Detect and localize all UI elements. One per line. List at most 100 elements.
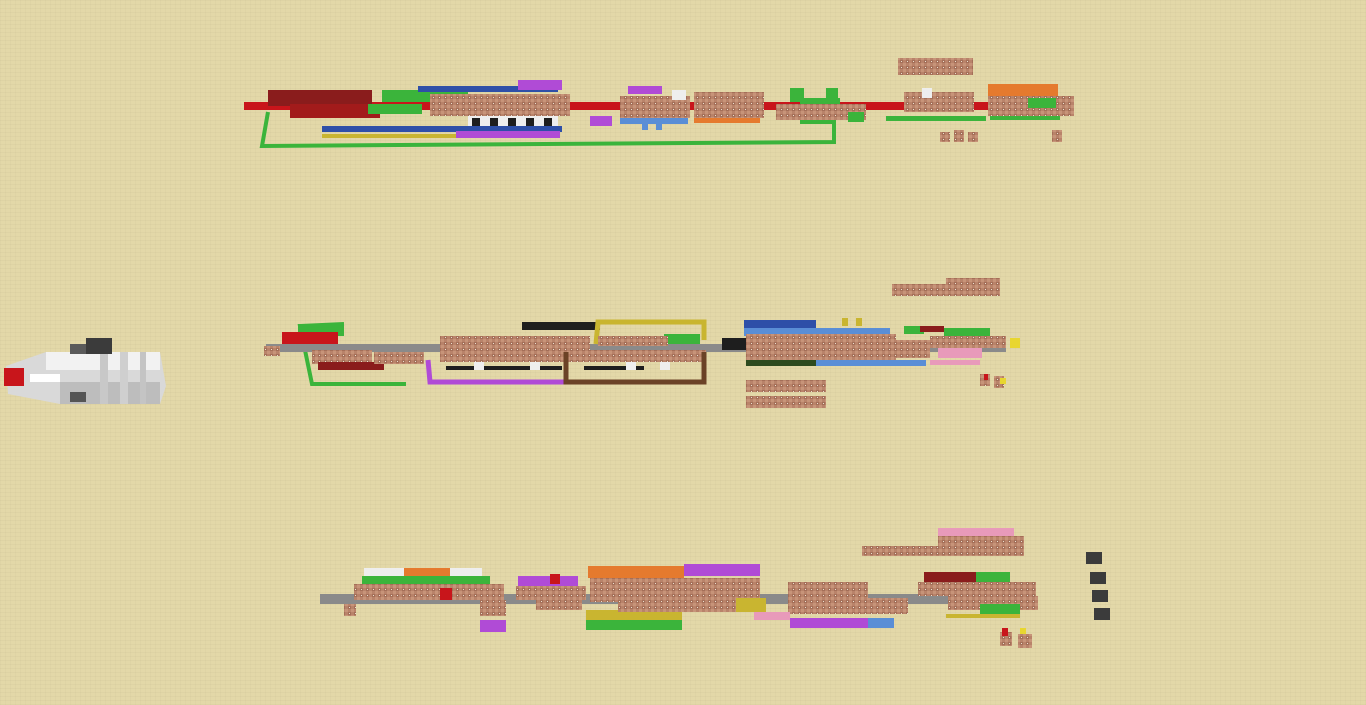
command-block-row bbox=[746, 380, 826, 392]
command-block-row bbox=[788, 582, 868, 598]
command-block-row bbox=[898, 58, 973, 75]
command-block bbox=[968, 132, 978, 142]
white-wool-block bbox=[922, 88, 932, 98]
dark-red-wool-block bbox=[920, 326, 944, 332]
orange-wool-block bbox=[694, 118, 760, 123]
magenta-wool-block bbox=[480, 620, 506, 632]
orange-wool-block bbox=[588, 566, 684, 578]
white-wool-block bbox=[450, 568, 482, 578]
green-wool-block bbox=[980, 604, 1020, 616]
pink-wool-block bbox=[938, 348, 982, 358]
yellow-wool-block bbox=[736, 598, 766, 612]
orange-wool-block bbox=[404, 568, 450, 578]
magenta-wool-block bbox=[684, 564, 760, 576]
command-block bbox=[954, 130, 964, 142]
command-block-row bbox=[788, 598, 908, 614]
green-wool-block bbox=[848, 112, 864, 122]
command-block-row bbox=[892, 284, 1000, 296]
dark-red-block bbox=[268, 90, 372, 106]
command-block-row bbox=[694, 92, 764, 118]
redstone-block bbox=[550, 574, 560, 584]
pink-wool-block bbox=[754, 612, 790, 620]
blue-wool-block bbox=[418, 86, 558, 92]
dispenser-icon bbox=[1094, 608, 1110, 620]
command-block bbox=[1018, 634, 1032, 648]
green-wool-block bbox=[368, 104, 422, 114]
redstone-block bbox=[282, 332, 338, 344]
command-block-row bbox=[776, 104, 866, 120]
command-block-row bbox=[430, 94, 570, 116]
green-wool-block bbox=[826, 88, 838, 98]
black-wire bbox=[584, 366, 644, 370]
white-wool-block bbox=[364, 568, 404, 578]
brown-wire-loop bbox=[563, 352, 707, 385]
command-block bbox=[344, 604, 356, 616]
command-block-row bbox=[598, 336, 668, 346]
pink-wool-block bbox=[938, 528, 1014, 536]
command-block bbox=[994, 376, 1004, 388]
green-wire bbox=[990, 116, 1060, 120]
command-block-row bbox=[536, 600, 582, 610]
yellow-wool-block bbox=[1000, 378, 1006, 384]
magenta-wool-block bbox=[518, 576, 578, 586]
command-block-row bbox=[566, 350, 706, 362]
command-block-row bbox=[894, 340, 930, 358]
yellow-wire bbox=[322, 134, 522, 138]
command-block-row bbox=[930, 336, 1006, 348]
dark-green-wool-block bbox=[746, 360, 816, 366]
minecart-ship-icon bbox=[4, 338, 166, 404]
command-block-row bbox=[946, 278, 1000, 286]
command-block-row bbox=[862, 546, 958, 556]
command-block-row bbox=[938, 536, 1024, 556]
white-wool-block bbox=[530, 362, 540, 370]
dark-red-wool-block bbox=[318, 362, 384, 370]
black-white-pattern bbox=[468, 116, 558, 126]
command-block bbox=[940, 132, 950, 142]
green-wool-block bbox=[904, 326, 924, 334]
magenta-wire bbox=[456, 131, 560, 138]
redstone-torch-icon bbox=[1002, 628, 1008, 636]
black-wool-block bbox=[722, 338, 748, 350]
command-block-row bbox=[480, 600, 506, 616]
light-blue-wire bbox=[656, 124, 662, 130]
light-blue-wool-block bbox=[868, 618, 894, 628]
dispenser-icon bbox=[86, 338, 112, 354]
white-wool-block bbox=[474, 362, 484, 370]
white-wool-block bbox=[672, 90, 686, 100]
light-blue-wool-block bbox=[816, 360, 926, 366]
command-block-row bbox=[746, 396, 826, 408]
magenta-wool-block bbox=[518, 80, 562, 90]
dispenser-icon bbox=[1092, 590, 1108, 602]
white-wool-block bbox=[660, 362, 670, 370]
white-wool-block bbox=[626, 362, 636, 370]
command-block-row bbox=[590, 578, 760, 602]
yellow-wool-block bbox=[1010, 338, 1020, 348]
light-blue-wool-block bbox=[744, 328, 890, 336]
green-wire-loop bbox=[259, 111, 836, 149]
blue-wool-block bbox=[744, 320, 816, 330]
command-block-row bbox=[440, 350, 590, 362]
command-block-row bbox=[904, 92, 974, 112]
redstone-block bbox=[440, 588, 452, 600]
redstone-block bbox=[4, 368, 24, 386]
command-block-row bbox=[374, 352, 424, 364]
dispenser-icon bbox=[1086, 552, 1102, 564]
rail-track bbox=[266, 344, 1006, 352]
yellow-wool-block bbox=[856, 318, 862, 326]
yellow-wool-block bbox=[586, 610, 682, 620]
yellow-wool-block bbox=[1020, 628, 1026, 634]
redstone-torch-icon bbox=[984, 374, 988, 380]
command-block bbox=[1052, 130, 1062, 142]
magenta-wool-block bbox=[628, 86, 662, 94]
command-block-row bbox=[440, 336, 590, 350]
black-wool-block bbox=[522, 322, 600, 330]
black-wire bbox=[446, 366, 562, 370]
command-block-row bbox=[620, 96, 690, 118]
dispenser-column bbox=[1086, 552, 1110, 620]
magenta-wool-block bbox=[590, 116, 612, 126]
magenta-wire-loop bbox=[425, 359, 566, 385]
command-block-row bbox=[264, 346, 280, 356]
green-wire bbox=[886, 116, 986, 121]
